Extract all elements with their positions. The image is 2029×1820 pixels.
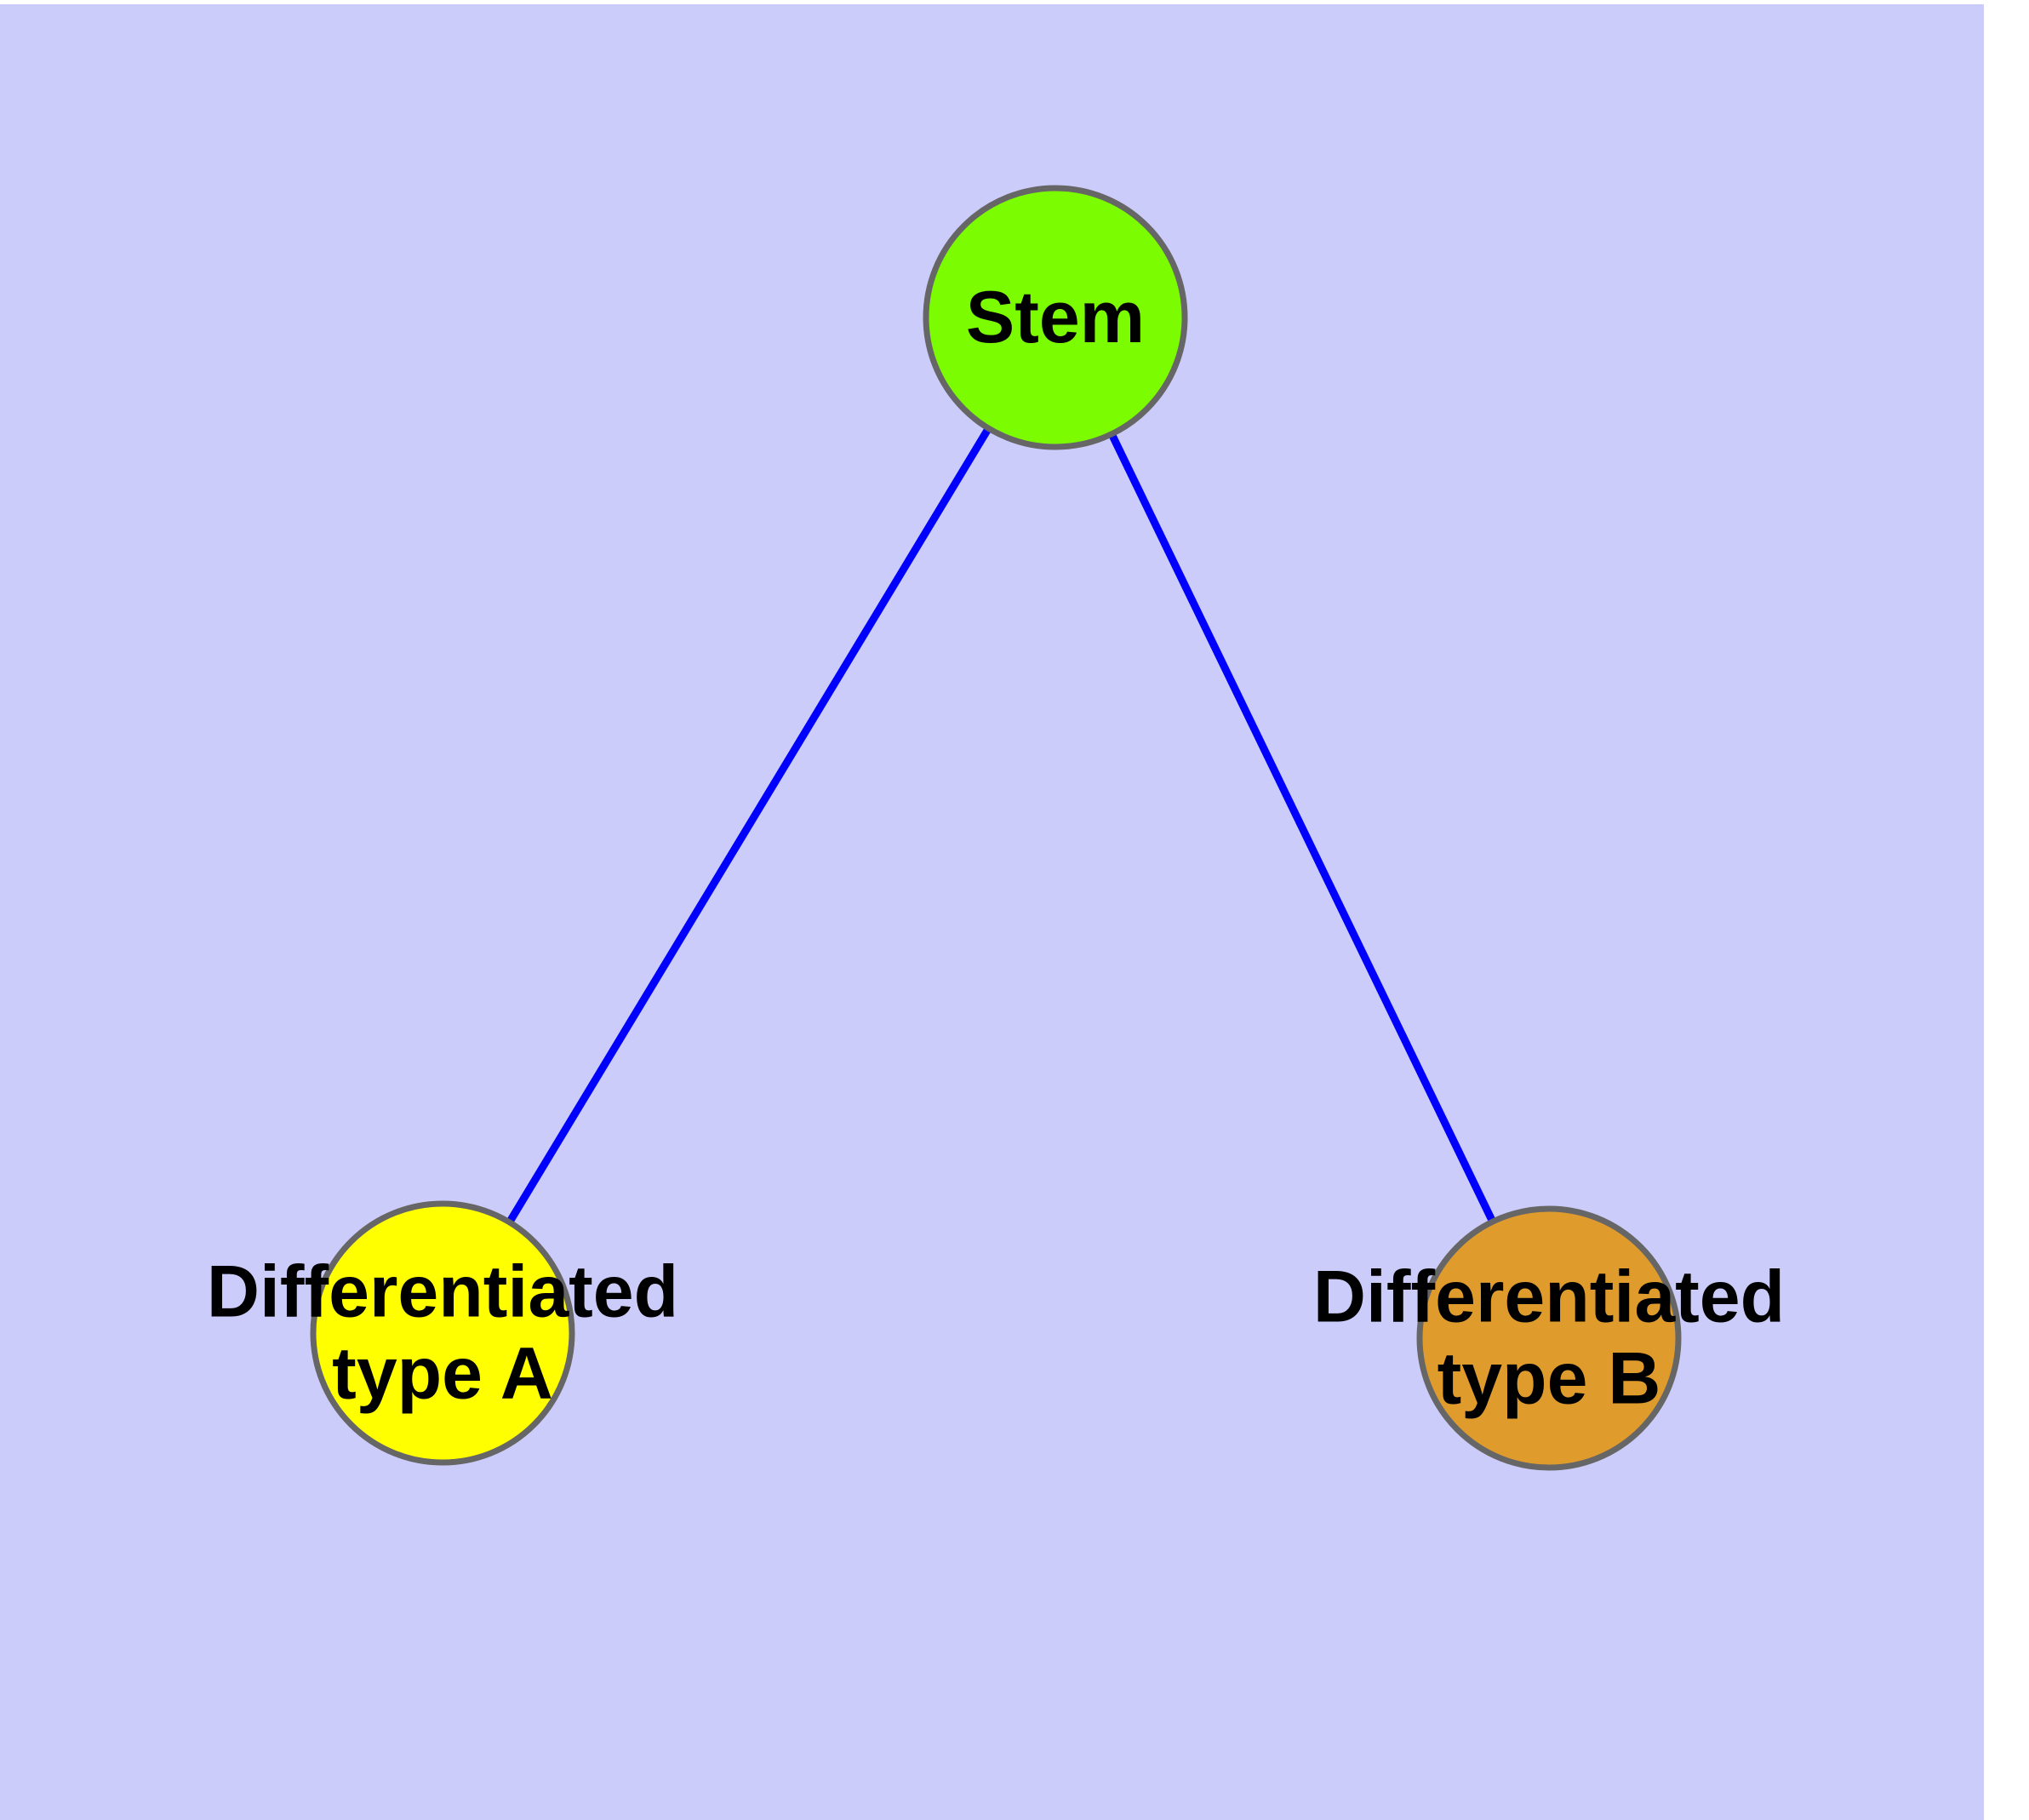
graph-edge[interactable] [439, 315, 1059, 1336]
node-layer [310, 185, 1682, 1471]
graph-edge[interactable] [1051, 316, 1553, 1340]
graph-node-diff_a[interactable] [310, 1200, 575, 1466]
graph-node-stem[interactable] [923, 185, 1188, 450]
edge-layer [439, 315, 1553, 1340]
graph-node-diff_b[interactable] [1416, 1205, 1682, 1471]
